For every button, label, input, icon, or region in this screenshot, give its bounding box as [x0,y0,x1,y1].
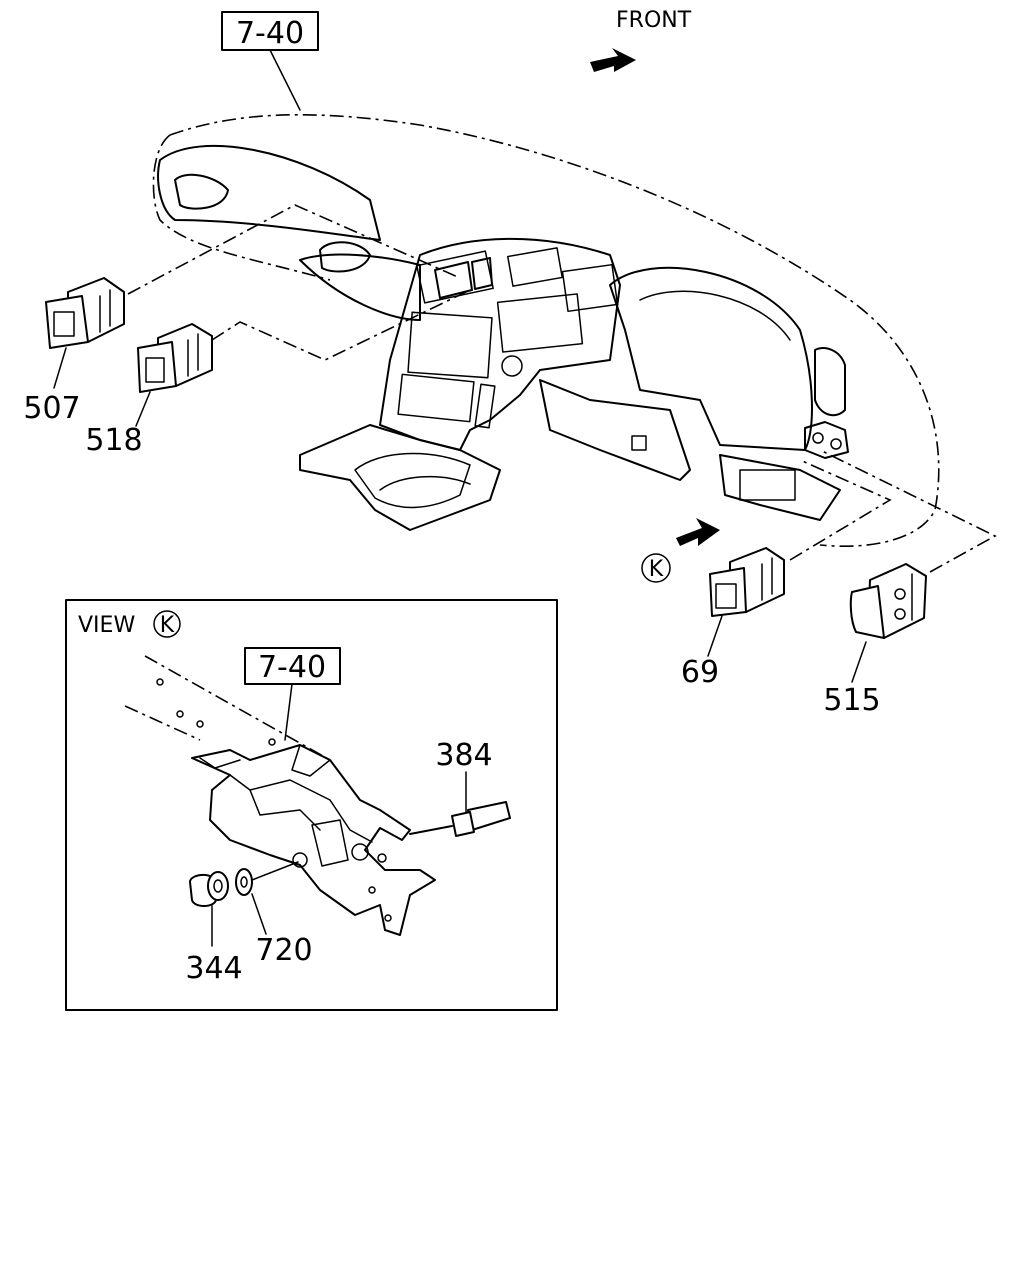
ref-leader-view [284,683,293,741]
view-k-detail: VIEW K 7-40 [65,599,558,1011]
leader-69 [789,459,892,561]
view-k-marker[interactable] [641,553,671,583]
switch-518[interactable] [137,323,213,393]
switch-69[interactable] [709,547,785,617]
front-arrow-icon [590,48,636,72]
pointer-518 [135,391,151,427]
ref-label-view: 7-40 [258,650,326,685]
sensor-384[interactable] [409,801,511,837]
pointer-515 [851,641,867,683]
view-letter: K [160,613,175,638]
ref-box-main[interactable]: 7-40 [221,11,319,51]
leader-507 [127,204,461,295]
part-69[interactable]: 69 [681,655,719,690]
switch-507[interactable] [45,277,125,349]
ref-label-main: 7-40 [236,16,304,51]
view-k-frame [65,599,558,1011]
part-518[interactable]: 518 [85,423,142,458]
switch-515[interactable] [849,563,927,639]
front-label: FRONT [616,8,692,33]
view-letter-circle [153,610,181,638]
part-344[interactable]: 344 [185,951,242,986]
pointer-720 [251,893,267,935]
view-label: VIEW [78,613,135,638]
pointer-69 [707,615,723,657]
part-384[interactable]: 384 [435,738,492,773]
part-515[interactable]: 515 [823,683,880,718]
instrument-panel [152,113,940,548]
plug-344[interactable] [189,871,229,907]
grommet-720[interactable] [235,861,299,896]
view-k-arrow-icon [676,518,720,546]
leader-518 [211,289,471,361]
leader-515 [819,449,997,573]
ref-box-view[interactable]: 7-40 [244,647,341,685]
part-720[interactable]: 720 [255,933,312,968]
part-507[interactable]: 507 [23,391,80,426]
ref-leader-main [269,49,301,111]
pointer-507 [53,347,67,389]
view-k-marker-letter: K [649,557,664,582]
